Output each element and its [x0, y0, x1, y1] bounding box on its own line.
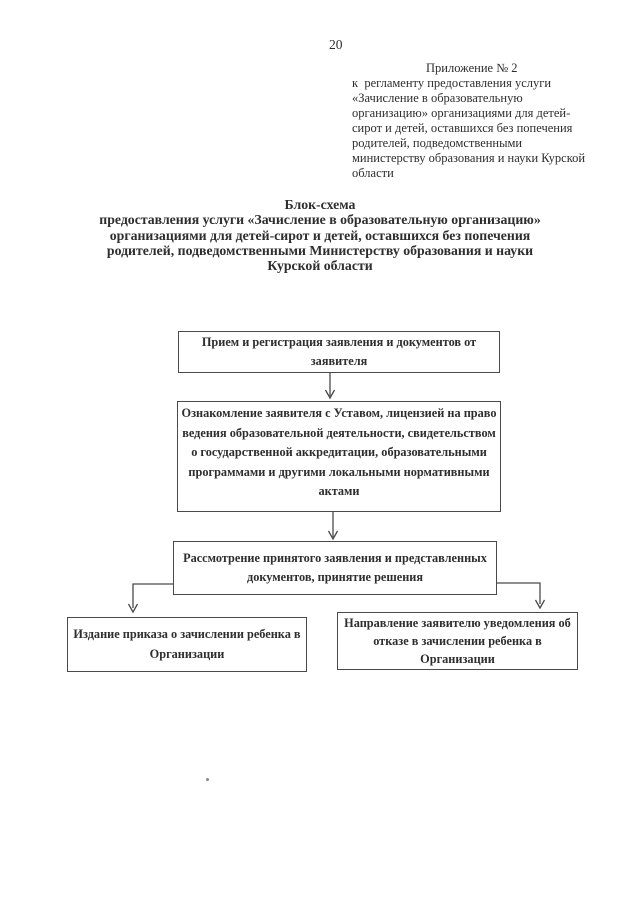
edge-review-order: [132, 583, 173, 608]
node-label: Направление заявителю уведомления об отк…: [344, 616, 571, 666]
appendix-header-line: области: [352, 166, 394, 180]
appendix-header-line: министерству образования и науки Курской: [352, 151, 586, 165]
title-line: организациями для детей-сирот и детей, о…: [109, 227, 531, 243]
node-label: Ознакомление заявителя с Уставом, лиценз…: [181, 406, 497, 498]
title-line: родителей, подведомственными Министерств…: [106, 242, 534, 258]
edge-review-refusal: [497, 582, 541, 604]
page-number: 20: [329, 37, 343, 52]
document-title: Блок-схема предоставления услуги «Зачисл…: [0, 197, 640, 273]
appendix-header: Приложение № 2 к регламенту предоставлен…: [352, 61, 614, 181]
arrowhead-down-icon: [127, 603, 139, 614]
appendix-header-line: Приложение № 2: [426, 61, 518, 75]
title-line: Блок-схема: [284, 197, 356, 212]
flowchart-node-enrollment-order: Издание приказа о зачислении ребенка в О…: [67, 617, 307, 672]
flowchart-node-review-decision: Рассмотрение принятого заявления и предс…: [173, 541, 497, 595]
appendix-header-line: организацию» организациями для детей-: [352, 106, 571, 120]
appendix-header-line: к регламенту предоставления услуги: [352, 76, 552, 90]
arrowhead-down-icon: [534, 599, 546, 610]
title-line: Курской области: [267, 258, 373, 274]
flowchart-node-receive-registration: Прием и регистрация заявления и документ…: [178, 331, 500, 373]
flowchart-node-refusal-notice: Направление заявителю уведомления об отк…: [337, 612, 578, 670]
arrowhead-down-icon: [327, 530, 339, 541]
node-label: Прием и регистрация заявления и документ…: [201, 334, 477, 369]
appendix-header-line: сирот и детей, оставшихся без попечения: [352, 121, 573, 135]
node-label: Издание приказа о зачислении ребенка в О…: [73, 627, 301, 661]
scan-artifact-speck: [206, 778, 209, 781]
flowchart-node-familiarization: Ознакомление заявителя с Уставом, лиценз…: [177, 401, 501, 512]
appendix-header-line: родителей, подведомственными: [352, 136, 523, 150]
title-line: предоставления услуги «Зачисление в обра…: [99, 212, 541, 228]
appendix-header-line: «Зачисление в образовательную: [352, 91, 523, 105]
node-label: Рассмотрение принятого заявления и предс…: [183, 550, 487, 585]
arrowhead-down-icon: [324, 389, 336, 400]
